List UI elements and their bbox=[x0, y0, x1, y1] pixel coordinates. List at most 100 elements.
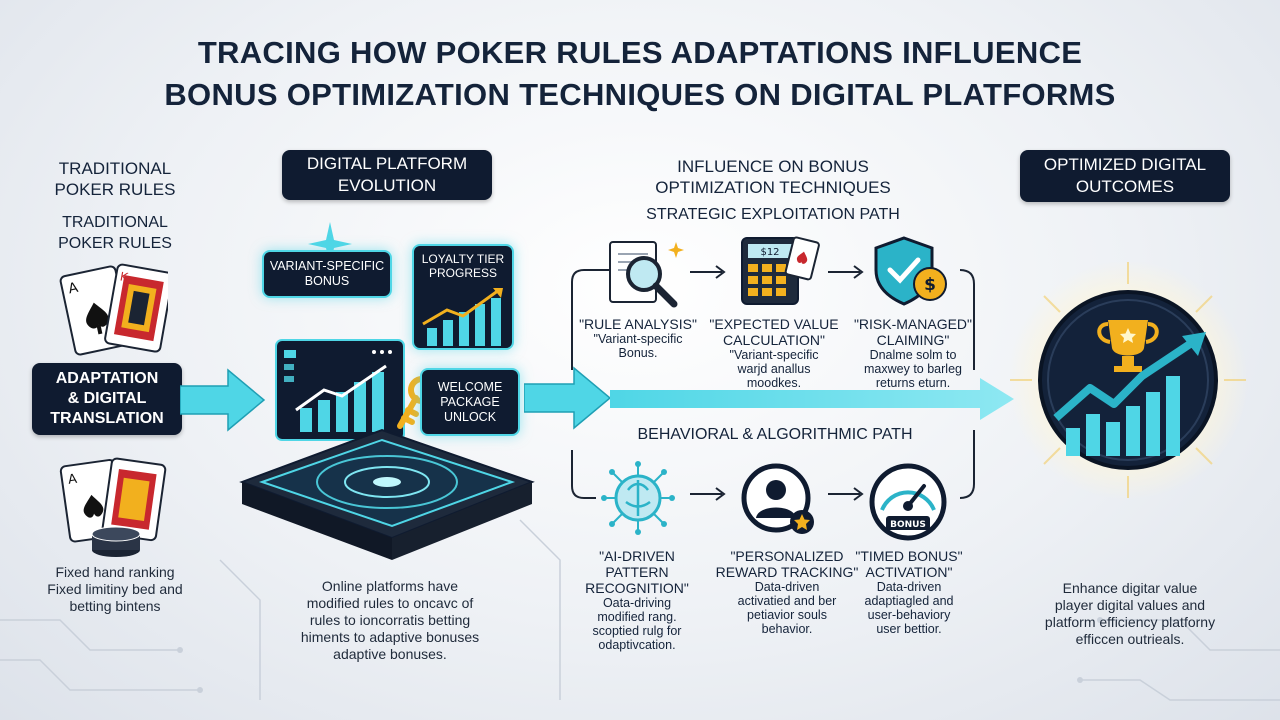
expected-value-step: "EXPECTED VALUE CALCULATION" "Variant-sp… bbox=[704, 316, 844, 390]
text-line: platform efficiency platforny bbox=[1044, 614, 1216, 630]
text-line: player digital values and bbox=[1054, 597, 1206, 613]
box-line: & DIGITAL bbox=[67, 390, 147, 407]
heading-line: POKER RULES bbox=[58, 235, 172, 252]
loyalty-tier-card: LOYALTY TIER PROGRESS bbox=[412, 244, 514, 350]
svg-text:$: $ bbox=[924, 275, 936, 295]
title-line-2: BONUS OPTIMIZATION TECHNIQUES ON DIGITAL… bbox=[164, 77, 1116, 112]
box-line: TRANSLATION bbox=[50, 410, 164, 427]
adaptation-translation-box: ADAPTATION & DIGITAL TRANSLATION bbox=[32, 363, 182, 435]
step-desc: warjd anallus bbox=[737, 362, 811, 376]
platform-to-influence-arrow bbox=[524, 366, 612, 430]
optimized-outcomes-header: OPTIMIZED DIGITAL OUTCOMES bbox=[1020, 150, 1230, 202]
influence-to-outcomes-arrow bbox=[610, 378, 1014, 420]
magnifier-document-icon bbox=[609, 241, 684, 308]
sparkle-icon bbox=[308, 222, 352, 266]
timed-bonus-step: "TIMED BONUS" ACTIVATION" Data-driven ad… bbox=[846, 548, 972, 636]
outcomes-trophy-chart-icon bbox=[1010, 262, 1248, 500]
outcomes-footer: Enhance digitar value player digital val… bbox=[1010, 580, 1250, 648]
path-connector-lines bbox=[571, 259, 975, 501]
rule-analysis-step: "RULE ANALYSIS" "Variant-specific Bonus. bbox=[578, 316, 698, 360]
header-line: OPTIMIZED DIGITAL bbox=[1043, 155, 1207, 174]
step-label: "EXPECTED VALUE bbox=[709, 316, 839, 332]
heading-line: OPTIMIZATION TECHNIQUES bbox=[655, 178, 891, 197]
card-line: BONUS bbox=[304, 274, 350, 288]
calculator-display: $12 bbox=[760, 247, 779, 258]
step-desc: odaptivcation. bbox=[598, 638, 676, 652]
svg-text:A: A bbox=[67, 472, 78, 488]
step-label: CALCULATION" bbox=[723, 332, 825, 348]
step-desc: Bonus. bbox=[618, 346, 658, 360]
card-line: VARIANT-SPECIFIC bbox=[269, 259, 385, 273]
step-label: "TIMED BONUS" bbox=[855, 548, 963, 564]
step-desc: returns eturn. bbox=[875, 376, 951, 390]
step-label: "AI-DRIVEN bbox=[599, 548, 675, 564]
variant-specific-bonus-card: VARIANT-SPECIFIC BONUS bbox=[262, 250, 392, 298]
gauge-label: BONUS bbox=[890, 520, 926, 530]
text-line: Online platforms have bbox=[321, 578, 459, 594]
traditional-rules-footer: Fixed hand ranking Fixed limitiny bed an… bbox=[20, 564, 210, 615]
card-line: UNLOCK bbox=[443, 409, 497, 424]
welcome-package-card: WELCOME PACKAGE UNLOCK bbox=[420, 368, 520, 436]
bonus-gauge-icon: BONUS bbox=[869, 463, 947, 541]
step-label: REWARD TRACKING" bbox=[715, 564, 859, 580]
step-desc: "Variant-specific bbox=[593, 332, 683, 346]
step-label: "RISK-MANAGED" bbox=[853, 316, 973, 332]
heading-line: POKER RULES bbox=[54, 180, 176, 199]
card-line: PROGRESS bbox=[428, 266, 497, 280]
text-line: efficcen outrieals. bbox=[1075, 631, 1185, 647]
step-desc: scoptied rulg for bbox=[592, 624, 682, 638]
step-label: "RULE ANALYSIS" bbox=[579, 316, 697, 332]
growth-chart-icon bbox=[422, 288, 503, 346]
text-line: himents to adaptive bonuses bbox=[300, 629, 480, 645]
step-label: CLAIMING" bbox=[876, 332, 950, 348]
text-line: Fixed limitiny bed and bbox=[47, 581, 183, 597]
playing-cards-icon: A K bbox=[59, 263, 168, 356]
ai-brain-icon bbox=[601, 461, 675, 535]
step-label: ACTIVATION" bbox=[865, 564, 953, 580]
user-profile-icon bbox=[741, 463, 814, 534]
adaptation-arrow bbox=[180, 368, 266, 432]
reward-tracking-step: "PERSONALIZED REWARD TRACKING" Data-driv… bbox=[712, 548, 862, 636]
svg-text:K: K bbox=[119, 269, 130, 284]
header-line: DIGITAL PLATFORM bbox=[306, 154, 468, 173]
calculator-icon: $12 bbox=[741, 236, 820, 305]
behavioral-path-title: BEHAVIORAL & ALGORITHMIC PATH bbox=[637, 426, 913, 443]
card-line: PACKAGE bbox=[440, 394, 500, 409]
header-line: EVOLUTION bbox=[337, 176, 437, 195]
step-desc: Dnalme solm to bbox=[869, 348, 957, 362]
step-label: "PERSONALIZED bbox=[730, 548, 844, 564]
step-desc: petiavior souls bbox=[747, 608, 827, 622]
card-line: WELCOME bbox=[437, 379, 503, 394]
heading-line: INFLUENCE ON BONUS bbox=[677, 157, 869, 176]
text-line: rules to ioncorratis betting bbox=[309, 612, 471, 628]
cards-and-chips-icon: A bbox=[59, 457, 167, 557]
step-desc: moodkes. bbox=[746, 376, 802, 390]
step-desc: adaptiagled and bbox=[864, 594, 954, 608]
risk-managed-step: "RISK-MANAGED" CLAIMING" Dnalme solm to … bbox=[848, 316, 978, 390]
page-title: TRACING HOW POKER RULES ADAPTATIONS INFL… bbox=[0, 32, 1280, 116]
shield-check-icon: $ bbox=[874, 236, 947, 306]
traditional-rules-subheading: TRADITIONAL POKER RULES bbox=[30, 212, 200, 254]
hologram-dashboard-icon bbox=[275, 339, 405, 441]
step-desc: behavior. bbox=[761, 622, 813, 636]
ai-pattern-step: "AI-DRIVEN PATTERN RECOGNITION" Oata-dri… bbox=[552, 548, 722, 652]
card-line: LOYALTY TIER bbox=[421, 252, 505, 266]
heading-line: TRADITIONAL bbox=[58, 159, 172, 178]
step-desc: Data-driven bbox=[876, 580, 942, 594]
text-line: Enhance digitar value bbox=[1062, 580, 1198, 596]
holographic-platform-base bbox=[239, 428, 535, 560]
step-desc: maxwey to barleg bbox=[864, 362, 962, 376]
step-desc: Data-driven bbox=[754, 580, 820, 594]
text-line: Fixed hand ranking bbox=[55, 564, 175, 580]
step-desc: user bettior. bbox=[876, 622, 942, 636]
step-desc: "Variant-specific bbox=[729, 348, 819, 362]
heading-line: TRADITIONAL bbox=[62, 214, 168, 231]
platform-evolution-header: DIGITAL PLATFORM EVOLUTION bbox=[282, 150, 492, 200]
text-line: adaptive bonuses. bbox=[333, 646, 447, 662]
step-desc: modified rang. bbox=[597, 610, 677, 624]
influence-header: INFLUENCE ON BONUS OPTIMIZATION TECHNIQU… bbox=[618, 156, 928, 198]
text-line: betting bintens bbox=[69, 598, 161, 614]
title-line-1: TRACING HOW POKER RULES ADAPTATIONS INFL… bbox=[197, 35, 1083, 70]
step-desc: user-behaviory bbox=[867, 608, 951, 622]
